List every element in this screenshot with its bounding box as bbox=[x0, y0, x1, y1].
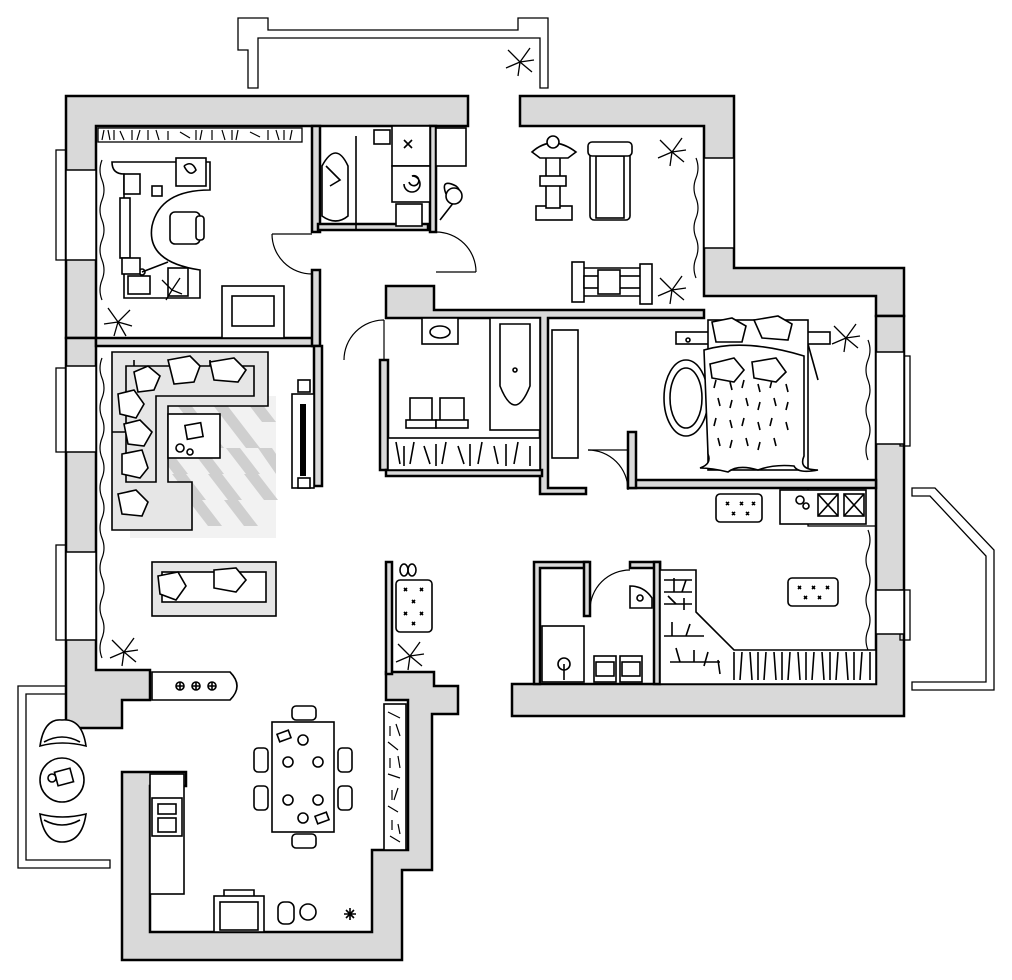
dining-table bbox=[271, 721, 335, 833]
plants bbox=[657, 137, 687, 305]
plant bbox=[109, 637, 139, 667]
ottomans bbox=[715, 493, 839, 607]
balcony-west-furniture bbox=[39, 719, 87, 843]
double-bed bbox=[699, 315, 819, 473]
coffee-table bbox=[167, 413, 221, 459]
shoe-rack bbox=[395, 563, 433, 633]
doors bbox=[271, 231, 631, 611]
ironing-board bbox=[321, 152, 349, 222]
sink bbox=[629, 585, 653, 609]
interior-walls bbox=[94, 124, 878, 686]
storage-shelf bbox=[387, 437, 541, 471]
round-table bbox=[39, 757, 85, 803]
bidet bbox=[619, 655, 643, 683]
curtains bbox=[99, 157, 871, 671]
plant bbox=[103, 277, 183, 337]
bathtub bbox=[489, 317, 541, 431]
room-bedroom bbox=[663, 315, 861, 473]
shower bbox=[541, 625, 585, 683]
shelves bbox=[659, 569, 877, 685]
dresser bbox=[779, 489, 867, 525]
nightstands bbox=[675, 331, 831, 381]
chairs bbox=[253, 705, 353, 849]
bookshelf bbox=[383, 703, 407, 851]
room-living bbox=[109, 351, 315, 667]
toilet bbox=[593, 655, 617, 683]
kitchen-counter bbox=[151, 671, 238, 701]
room-bathroom bbox=[387, 317, 579, 471]
weight-bench bbox=[571, 261, 653, 305]
exercise-bike bbox=[530, 135, 578, 221]
corner-sofa bbox=[111, 351, 269, 531]
desk bbox=[111, 161, 211, 299]
round-rug bbox=[663, 359, 709, 437]
vacuum bbox=[435, 127, 467, 221]
plant bbox=[395, 641, 425, 671]
armchair bbox=[221, 285, 285, 339]
plant bbox=[831, 323, 861, 353]
room-laundry bbox=[321, 125, 467, 230]
sink bbox=[421, 317, 459, 345]
sink bbox=[149, 773, 185, 895]
balcony-north-plant bbox=[505, 47, 535, 77]
washing-machine bbox=[391, 125, 431, 227]
bidet bbox=[435, 397, 469, 429]
room-study bbox=[97, 127, 303, 339]
sofa bbox=[151, 561, 277, 617]
room-gym bbox=[530, 135, 687, 305]
room-hallway bbox=[395, 489, 867, 671]
hanging-rail bbox=[733, 651, 871, 681]
stove bbox=[213, 889, 356, 933]
tv-console bbox=[291, 379, 315, 489]
room-walk-in-closet bbox=[659, 569, 877, 685]
room-kitchen-dining bbox=[149, 671, 407, 933]
bookshelf bbox=[97, 127, 303, 143]
balcony-north bbox=[237, 17, 549, 89]
office-chair bbox=[169, 211, 205, 245]
toilet bbox=[405, 397, 437, 429]
room-wc bbox=[541, 585, 653, 683]
treadmill bbox=[587, 141, 633, 221]
two-chairs bbox=[39, 719, 87, 843]
balcony-east bbox=[911, 487, 995, 691]
